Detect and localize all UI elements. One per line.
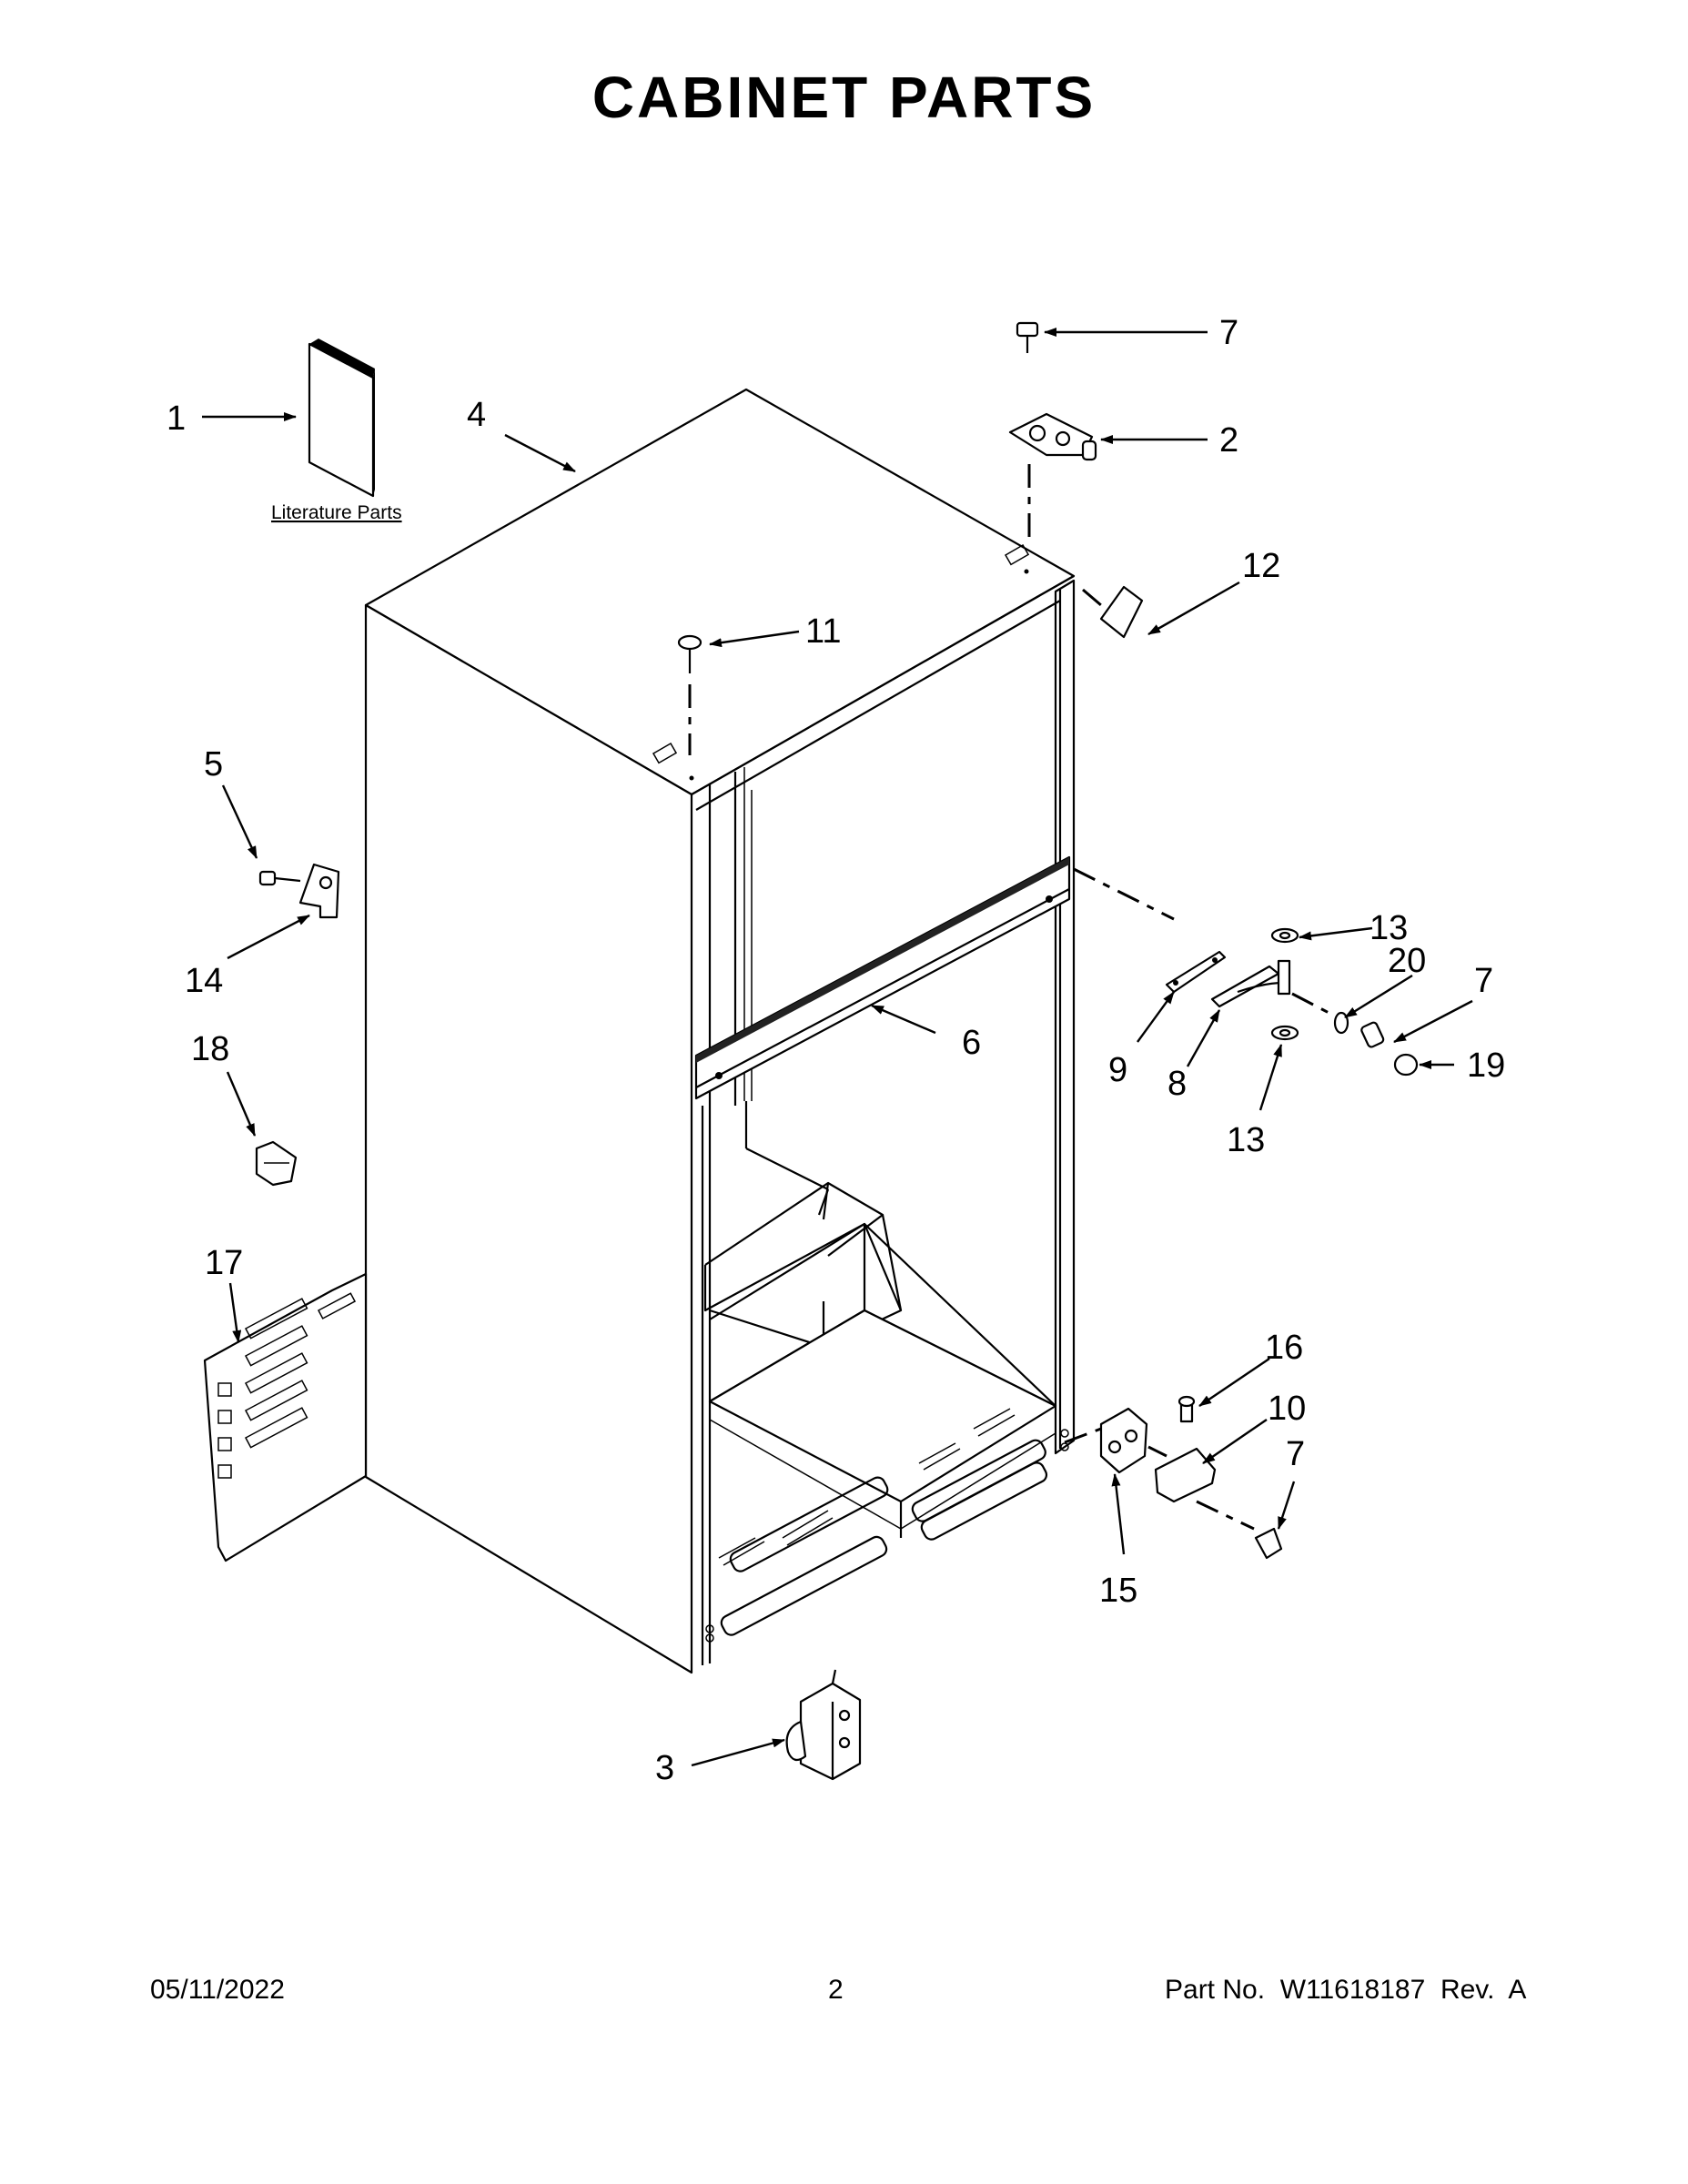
top-hinge [1008, 412, 1097, 461]
callout-9: 9 [1108, 1051, 1127, 1089]
plug-button [677, 634, 702, 673]
callout-16: 16 [1265, 1329, 1303, 1367]
mullion-bar [694, 855, 1071, 1100]
callout-17: 17 [205, 1244, 243, 1282]
hinge-screw-top [1016, 321, 1039, 353]
literature-label: Literature Parts [271, 502, 402, 523]
callout-11: 11 [805, 612, 841, 651]
callout-1: 1 [167, 399, 186, 438]
literature-parts: Literature Parts [271, 339, 402, 523]
cabinet-body [364, 388, 1076, 1674]
clip [255, 1140, 298, 1187]
callout-13-upper: 13 [1370, 909, 1408, 947]
rear-access-panel [203, 1272, 368, 1562]
callout-7-bottom: 7 [1286, 1435, 1305, 1473]
callout-10: 10 [1268, 1390, 1306, 1428]
callout-3: 3 [655, 1749, 674, 1787]
callout-12: 12 [1242, 547, 1280, 585]
footer-date: 05/11/2022 [150, 1975, 285, 2005]
callout-18: 18 [191, 1030, 229, 1068]
callout-2: 2 [1219, 421, 1238, 460]
callout-4: 4 [467, 396, 486, 434]
callout-6: 6 [962, 1024, 981, 1062]
footer-part-number: Part No. W11618187 Rev. A [1165, 1975, 1527, 2005]
callout-numbers: 1 2 3 4 5 6 7 7 7 7 8 9 10 11 12 13 13 1… [167, 314, 1505, 1787]
bottom-hinge-assembly [1099, 1395, 1283, 1560]
callout-8: 8 [1167, 1065, 1187, 1103]
callout-5: 5 [204, 745, 223, 784]
callout-leaders [202, 328, 1473, 1767]
center-hinge-assembly [1165, 927, 1419, 1077]
hinge-cover [1099, 585, 1144, 639]
callout-7-top: 7 [1219, 314, 1238, 352]
leveling-leg [785, 1669, 862, 1781]
footer-page-number: 2 [828, 1975, 844, 2005]
callout-7-center: 7 [1474, 962, 1493, 1000]
callout-20: 20 [1388, 942, 1426, 980]
callout-19: 19 [1467, 1046, 1505, 1085]
callout-13-lower: 13 [1227, 1121, 1265, 1159]
screw-bracket-left [258, 863, 340, 919]
page-title: CABINET PARTS [591, 65, 1097, 130]
callout-15: 15 [1099, 1572, 1137, 1610]
callout-14: 14 [185, 962, 223, 1000]
